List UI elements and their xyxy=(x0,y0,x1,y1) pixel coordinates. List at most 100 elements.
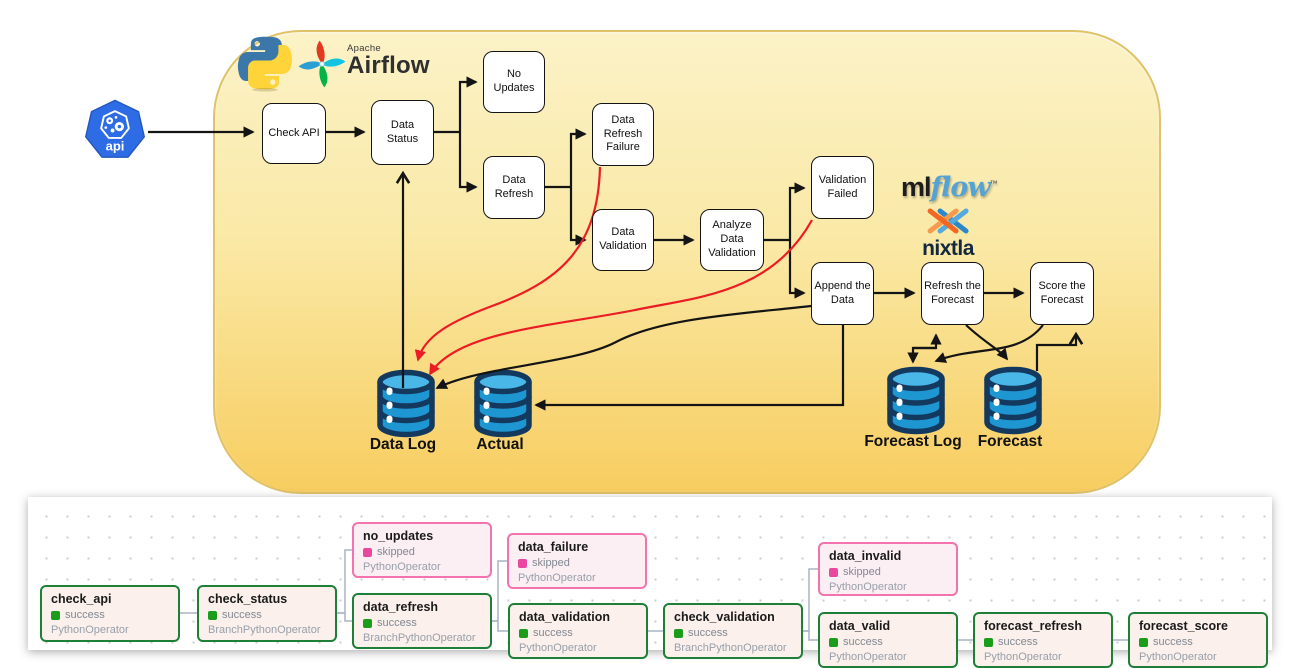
node-score-the-forecast: Score the Forecast xyxy=(1030,262,1094,325)
task-operator: BranchPythonOperator xyxy=(674,642,787,654)
mlflow-logo: mlflow™ xyxy=(901,172,998,203)
task-forecast-score[interactable]: forecast_score success PythonOperator xyxy=(1128,612,1268,668)
airflow-logo-icon xyxy=(298,40,346,88)
node-label: Refresh the Forecast xyxy=(924,279,981,306)
node-label: Check API xyxy=(268,126,320,139)
task-operator: PythonOperator xyxy=(363,561,441,573)
task-operator: PythonOperator xyxy=(519,642,597,654)
status-square-icon xyxy=(51,610,60,620)
node-data-status: Data Status xyxy=(371,100,434,165)
status-square-icon xyxy=(1139,637,1148,647)
task-state: success xyxy=(377,617,417,629)
architecture-diagram: Apache Airflow api xyxy=(28,30,1272,668)
dag-edges-layer xyxy=(180,549,1128,641)
status-square-icon xyxy=(984,637,993,647)
task-state: success xyxy=(843,636,883,648)
status-square-icon xyxy=(518,558,527,568)
airflow-label: Airflow xyxy=(347,51,430,79)
task-operator: PythonOperator xyxy=(1139,651,1217,663)
status-square-icon xyxy=(363,618,372,628)
node-data-refresh-failure: Data Refresh Failure xyxy=(592,103,654,166)
task-name: check_api xyxy=(51,592,112,606)
task-name: data_refresh xyxy=(363,600,439,614)
mlflow-ml-text: ml xyxy=(901,172,931,202)
task-state: success xyxy=(998,636,1038,648)
task-name: data_validation xyxy=(519,610,610,624)
database-icon-actual xyxy=(477,373,529,435)
node-label: Data Status xyxy=(386,118,419,145)
task-data-valid[interactable]: data_valid success PythonOperator xyxy=(818,612,958,668)
task-operator: PythonOperator xyxy=(518,572,596,584)
task-name: data_failure xyxy=(518,540,589,554)
node-analyze-data-validation: Analyze Data Validation xyxy=(700,209,764,271)
task-data-validation[interactable]: data_validation success PythonOperator xyxy=(508,603,648,659)
task-name: data_valid xyxy=(829,619,891,633)
node-no-updates: No Updates xyxy=(483,51,545,113)
task-data-refresh[interactable]: data_refresh success BranchPythonOperato… xyxy=(352,593,492,649)
db-label-forecast-log: Forecast Log xyxy=(864,433,962,450)
node-validation-failed: Validation Failed xyxy=(811,156,874,219)
mlflow-tm: ™ xyxy=(989,179,998,188)
nixtla-wordmark: nixtla xyxy=(922,237,974,260)
node-label: Data Refresh xyxy=(494,173,534,200)
node-label: Data Validation xyxy=(599,226,647,252)
task-operator: PythonOperator xyxy=(984,651,1062,663)
task-operator: BranchPythonOperator xyxy=(363,632,476,644)
task-state: skipped xyxy=(532,557,570,569)
database-icon-forecast xyxy=(987,370,1039,432)
status-square-icon xyxy=(363,547,372,557)
task-check-status[interactable]: check_status success BranchPythonOperato… xyxy=(197,585,337,642)
task-operator: BranchPythonOperator xyxy=(208,624,321,636)
task-name: check_status xyxy=(208,592,288,606)
task-name: data_invalid xyxy=(829,549,902,563)
node-refresh-the-forecast: Refresh the Forecast xyxy=(921,262,984,325)
status-square-icon xyxy=(519,628,528,638)
task-data-failure[interactable]: data_failure skipped PythonOperator xyxy=(507,533,647,589)
node-data-refresh: Data Refresh xyxy=(483,156,545,219)
task-operator: PythonOperator xyxy=(51,624,129,636)
status-square-icon xyxy=(674,628,683,638)
node-label: Score the Forecast xyxy=(1038,279,1086,306)
status-square-icon xyxy=(829,637,838,647)
node-label: Validation Failed xyxy=(818,173,867,200)
db-label-actual: Actual xyxy=(476,436,524,453)
node-append-the-data: Append the Data xyxy=(811,262,874,325)
task-check-api[interactable]: check_api success PythonOperator xyxy=(40,585,180,642)
status-square-icon xyxy=(829,567,838,577)
api-icon-label: api xyxy=(106,138,125,153)
task-data-invalid[interactable]: data_invalid skipped PythonOperator xyxy=(818,542,958,596)
task-state: skipped xyxy=(377,546,415,558)
node-label: Data Refresh Failure xyxy=(603,113,643,154)
node-label: Analyze Data Validation xyxy=(708,219,756,259)
task-name: forecast_score xyxy=(1139,619,1228,633)
task-operator: PythonOperator xyxy=(829,581,907,593)
node-label: No Updates xyxy=(493,68,535,94)
node-check-api: Check API xyxy=(262,103,326,164)
mlflow-flow-text: flow xyxy=(930,172,991,203)
db-label-forecast: Forecast xyxy=(977,433,1043,450)
task-check-validation[interactable]: check_validation success BranchPythonOpe… xyxy=(663,603,803,659)
task-state: success xyxy=(688,627,728,639)
task-operator: PythonOperator xyxy=(829,651,907,663)
python-logo-icon xyxy=(237,36,292,92)
nixtla-logo: nixtla xyxy=(922,208,974,261)
node-data-validation: Data Validation xyxy=(592,209,654,271)
api-icon: api xyxy=(85,99,145,158)
airflow-wordmark: Apache Airflow xyxy=(347,44,430,78)
database-icon-forecast-log xyxy=(890,370,942,432)
db-label-data-log: Data Log xyxy=(369,436,437,453)
node-label: Append the Data xyxy=(814,279,871,306)
task-no-updates[interactable]: no_updates skipped PythonOperator xyxy=(352,522,492,578)
status-square-icon xyxy=(208,610,217,620)
task-name: check_validation xyxy=(674,610,775,624)
task-state: success xyxy=(1153,636,1193,648)
airflow-graph-view-panel: check_api success PythonOperator check_s… xyxy=(28,497,1272,668)
nixtla-mark-icon xyxy=(927,208,969,234)
task-name: forecast_refresh xyxy=(984,619,1082,633)
database-icon-data-log xyxy=(380,373,432,435)
task-forecast-refresh[interactable]: forecast_refresh success PythonOperator xyxy=(973,612,1113,668)
task-name: no_updates xyxy=(363,529,434,543)
task-state: success xyxy=(222,609,262,621)
apache-label: Apache xyxy=(347,43,382,54)
task-state: skipped xyxy=(843,566,881,578)
